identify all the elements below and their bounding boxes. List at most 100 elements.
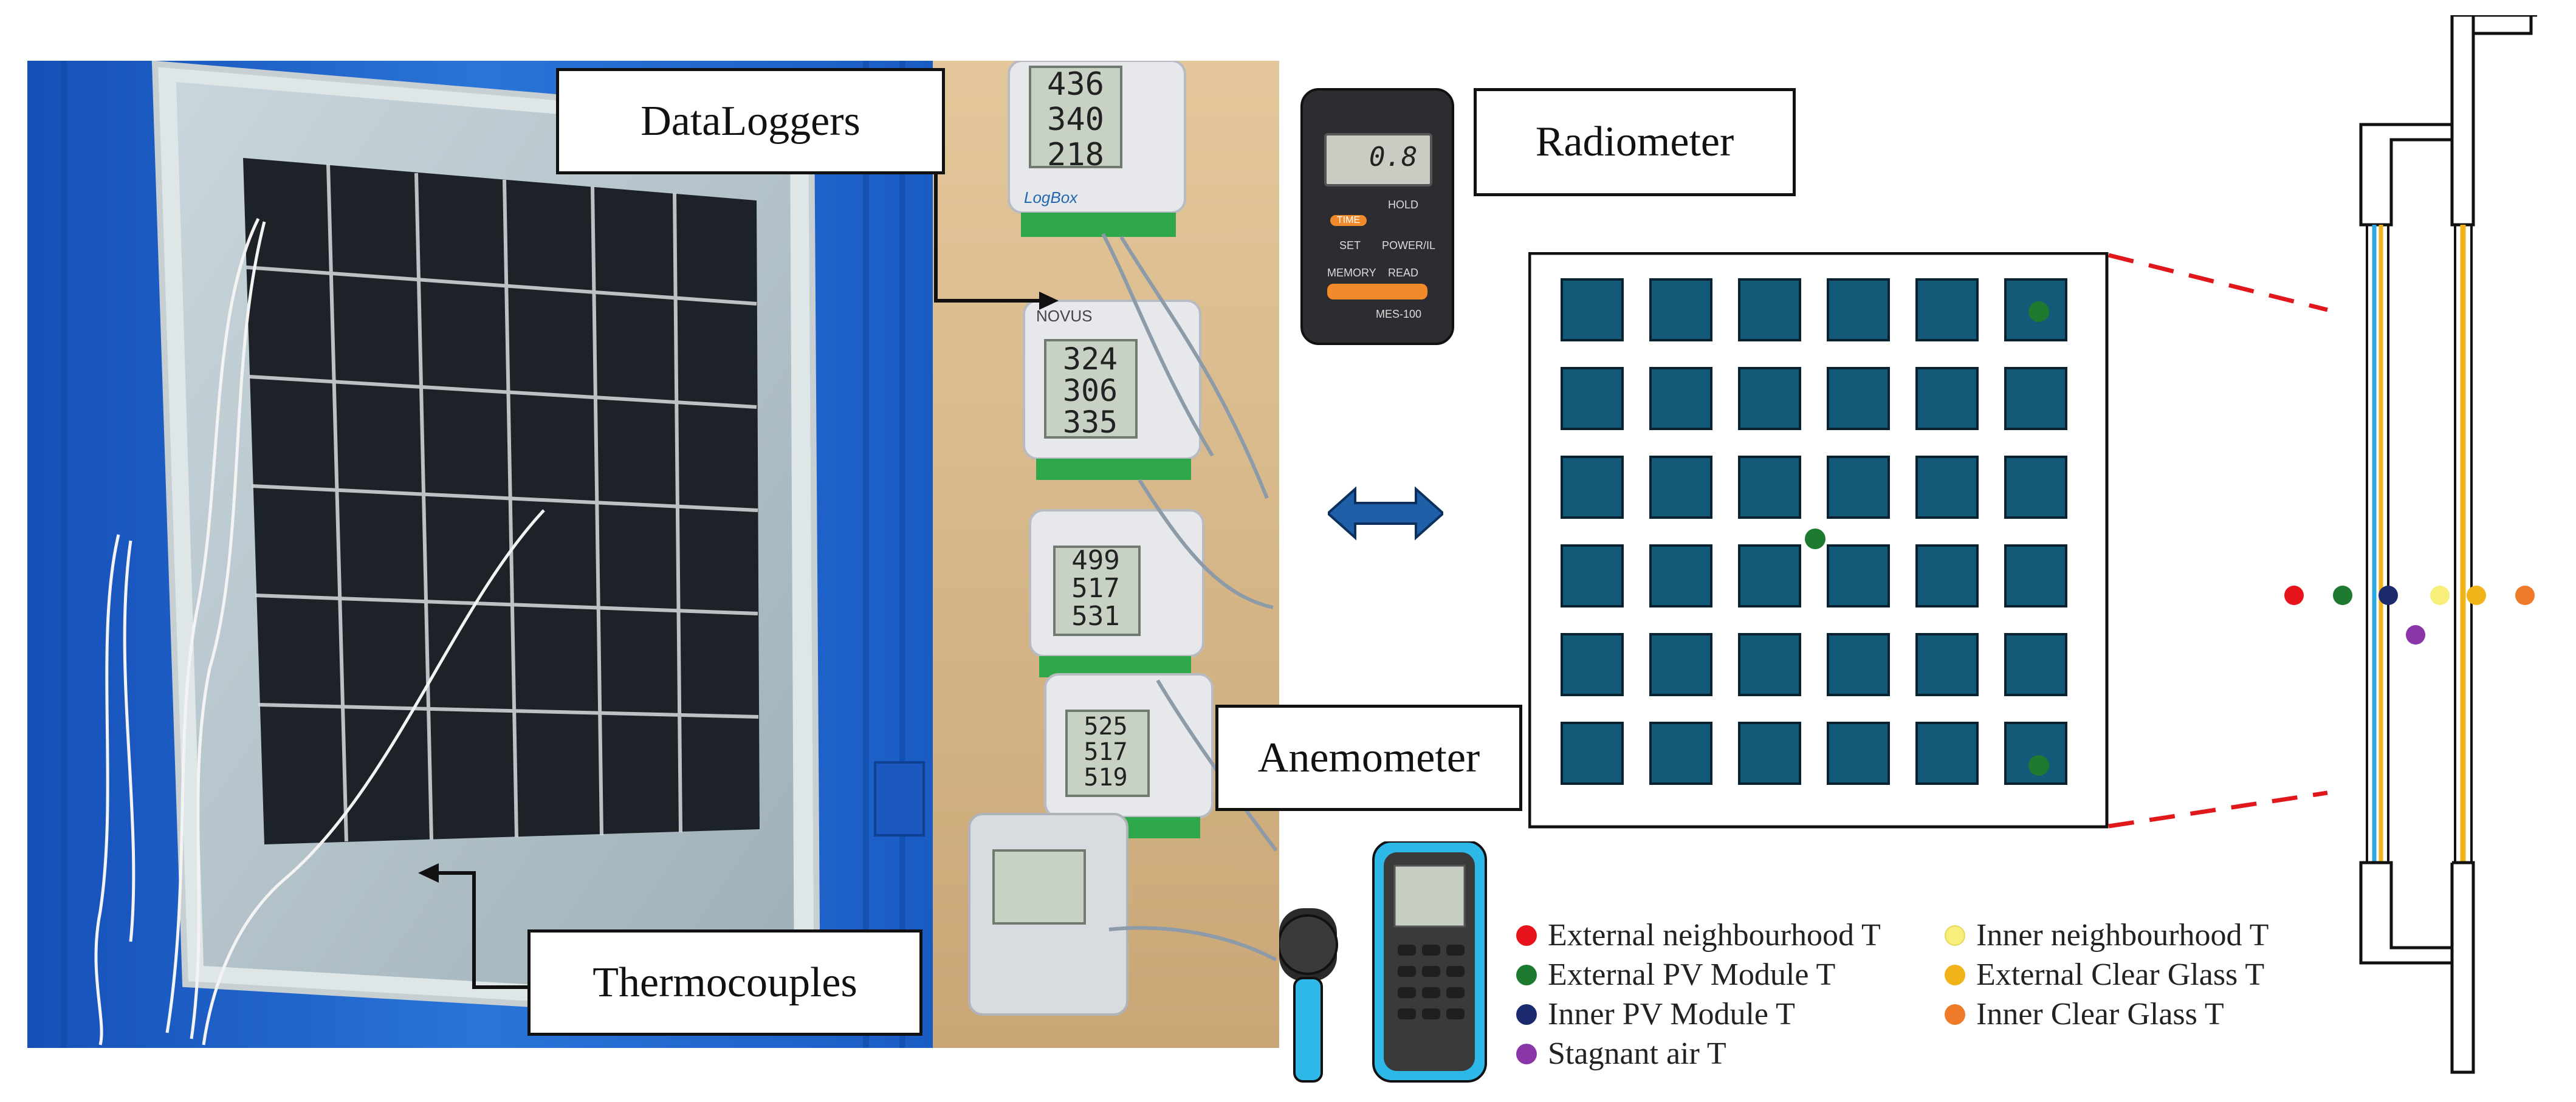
logger-2-display: 324 306 335 [1048, 343, 1133, 438]
legend-label: External Clear Glass T [1976, 957, 2265, 992]
pv-cell [1915, 633, 1979, 696]
legend-item-stagnant-air: Stagnant air T [1516, 1036, 1726, 1072]
radiometer-button-power: POWER/IL [1382, 239, 1436, 252]
pv-cell-grid [1561, 278, 2067, 785]
legend-dot-icon [1516, 1004, 1537, 1025]
pv-module [243, 158, 760, 844]
logger-1-value-1: 436 [1047, 66, 1104, 103]
pv-cell [1738, 722, 1801, 785]
legend-label: External PV Module T [1548, 957, 1836, 992]
radiometer-button-hold: HOLD [1388, 199, 1419, 211]
sensor-inner-neighbourhood [2430, 586, 2450, 605]
legend-dot-icon [1516, 964, 1537, 985]
pv-cell [1649, 456, 1712, 519]
dataloggers-callout: DataLoggers [556, 68, 945, 174]
legend-dot-icon [1516, 1043, 1537, 1064]
cross-section-outer-dots [2284, 586, 2352, 605]
logger-1-value-3: 218 [1047, 137, 1104, 173]
sensor-dot-center [1805, 529, 1826, 549]
pv-cell [1827, 722, 1890, 785]
radiometer-keypad [1327, 284, 1427, 299]
logger-1-value-2: 340 [1047, 101, 1104, 138]
logger-2-value-2: 306 [1062, 373, 1118, 408]
legend-item-external-neighbourhood: External neighbourhood T [1516, 917, 1881, 953]
logger-4-value-3: 519 [1084, 764, 1128, 792]
pv-cell [2004, 633, 2067, 696]
pv-cell [1738, 633, 1801, 696]
legend-item-inner-clear-glass: Inner Clear Glass T [1945, 996, 2224, 1032]
logger-series-label: LogBox [1024, 188, 1078, 207]
legend-item-inner-pv: Inner PV Module T [1516, 996, 1795, 1032]
sensor-inner-clear-glass [2515, 586, 2535, 605]
legend-label: Inner PV Module T [1548, 997, 1795, 1032]
logger-3-value-3: 531 [1071, 601, 1120, 632]
pv-cell [1915, 456, 1979, 519]
legend-label: Inner Clear Glass T [1976, 997, 2224, 1032]
legend-item-inner-neighbourhood: Inner neighbourhood T [1945, 917, 2269, 953]
thermocouples-callout: Thermocouples [527, 929, 922, 1036]
logger-1-display: 436 340 218 [1033, 67, 1118, 173]
pv-cell [1915, 544, 1979, 607]
pv-cell [1738, 278, 1801, 341]
pv-cell [1561, 278, 1624, 341]
pv-cell [2004, 367, 2067, 430]
pv-cell [1561, 722, 1624, 785]
radiometer-screen: 0.8 [1324, 133, 1432, 187]
pv-cell [1738, 367, 1801, 430]
pv-cell [1561, 456, 1624, 519]
sensor-dot-top-right [2028, 301, 2049, 322]
pv-cell [1915, 278, 1979, 341]
pv-cell [1915, 722, 1979, 785]
legend-dot-icon [1945, 964, 1965, 985]
legend-dot-icon [1516, 925, 1537, 946]
logger-3-value-1: 499 [1071, 545, 1120, 576]
logger-4-display: 525 517 519 [1068, 714, 1144, 790]
radiometer-reading: 0.8 [1369, 142, 1418, 173]
thermocouples-pointer [418, 863, 535, 989]
legend-item-external-pv: External PV Module T [1516, 957, 1835, 993]
pv-cell [1827, 544, 1890, 607]
radiometer-model: MES-100 [1376, 308, 1422, 320]
setup-photo [27, 60, 1279, 1048]
legend-dot-icon [1945, 925, 1965, 946]
radiometer-button-read: READ [1388, 267, 1419, 279]
pv-cell [1561, 544, 1624, 607]
logger-brand-label: NOVUS [1036, 307, 1093, 325]
pv-cell [1561, 633, 1624, 696]
radiometer-callout: Radiometer [1474, 88, 1796, 196]
setup-photo-drawing [27, 60, 1279, 1048]
zoom-connectors [2108, 253, 2328, 829]
pv-cell [1649, 633, 1712, 696]
legend-label: Inner neighbourhood T [1976, 918, 2269, 953]
pv-layout-schematic [1528, 252, 2109, 829]
sensor-inner-pv [2379, 586, 2398, 605]
pv-cell [1827, 456, 1890, 519]
double-arrow-icon [1328, 486, 1443, 541]
anemometer-device [1279, 841, 1487, 1083]
logger-4-value-2: 517 [1084, 738, 1128, 766]
pv-cell [1827, 278, 1890, 341]
logger-4-value-1: 525 [1084, 713, 1128, 741]
radiometer-button-time: TIME [1330, 215, 1367, 226]
window-cross-section [2359, 15, 2537, 1074]
pv-cell [1649, 367, 1712, 430]
radiometer-button-memory: MEMORY [1327, 267, 1376, 279]
pv-cell [1649, 278, 1712, 341]
legend-dot-icon [1945, 1004, 1965, 1025]
sensor-dot-bottom-right [2028, 755, 2049, 776]
sensor-external-clear-glass [2467, 586, 2486, 605]
pv-cell [1561, 367, 1624, 430]
logger-3-value-2: 517 [1071, 573, 1120, 604]
sensor-stagnant-air [2406, 625, 2425, 645]
logger-3-display: 499 517 531 [1056, 547, 1135, 631]
pv-cell [1827, 367, 1890, 430]
logger-2-value-3: 335 [1062, 405, 1118, 440]
dataloggers-pointer [934, 164, 1059, 310]
sensor-dot-red-icon [2284, 586, 2304, 605]
pv-cell [1649, 544, 1712, 607]
pv-cell [2004, 544, 2067, 607]
pv-cell [1738, 456, 1801, 519]
pv-cell [1827, 633, 1890, 696]
pv-cell [1738, 544, 1801, 607]
sensor-dot-green-icon [2333, 586, 2352, 605]
